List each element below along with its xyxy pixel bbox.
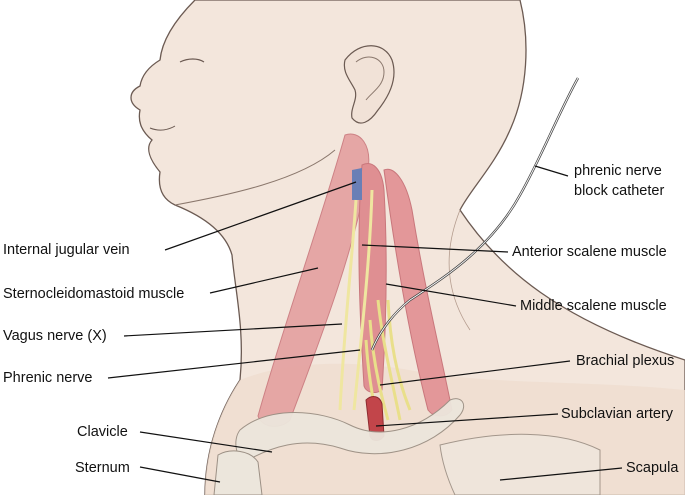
sternum — [213, 450, 263, 495]
leader-subclavian-artery — [375, 413, 559, 427]
clavicle — [235, 398, 465, 461]
leader-internal-jugular-vein — [164, 181, 357, 251]
label-internal-jugular-vein: Internal jugular vein — [3, 242, 130, 258]
label-phrenic: Phrenic nerve — [3, 370, 93, 386]
leader-middle-scalene — [385, 283, 517, 307]
label-vagus: Vagus nerve (X) — [3, 328, 107, 344]
label-brachial-plexus: Brachial plexus — [576, 353, 675, 369]
brachial-plexus — [364, 299, 412, 431]
leader-scapula — [499, 467, 623, 481]
label-sternocleidomastoid: Sternocleidomastoid muscle — [3, 286, 185, 302]
phrenic-nerve — [352, 189, 374, 411]
label-catheter-line1: phrenic nerve — [574, 163, 662, 179]
leader-vagus — [123, 323, 343, 337]
leader-sternum — [139, 466, 221, 483]
label-sternum: Sternum — [75, 460, 130, 476]
label-catheter-line2: block catheter — [574, 183, 665, 199]
jaw-line — [174, 149, 336, 206]
leader-anterior-scalene — [361, 244, 509, 253]
leader-clavicle — [139, 431, 273, 453]
leader-brachial-plexus — [379, 360, 571, 386]
label-subclavian-artery: Subclavian artery — [561, 406, 674, 422]
eye — [179, 58, 205, 63]
label-anterior-scalene: Anterior scalene muscle — [512, 244, 667, 260]
internal-jugular-vein — [352, 168, 362, 200]
label-scapula: Scapula — [626, 460, 679, 476]
leader-catheter — [534, 165, 569, 177]
leader-lines — [107, 165, 623, 483]
label-middle-scalene: Middle scalene muscle — [520, 298, 667, 314]
ear — [343, 45, 395, 124]
vagus-nerve — [338, 199, 358, 411]
label-clavicle: Clavicle — [77, 424, 128, 440]
scapula — [439, 433, 601, 495]
mouth — [149, 125, 176, 131]
leader-phrenic — [107, 349, 361, 379]
leader-sternocleidomastoid — [209, 267, 319, 294]
